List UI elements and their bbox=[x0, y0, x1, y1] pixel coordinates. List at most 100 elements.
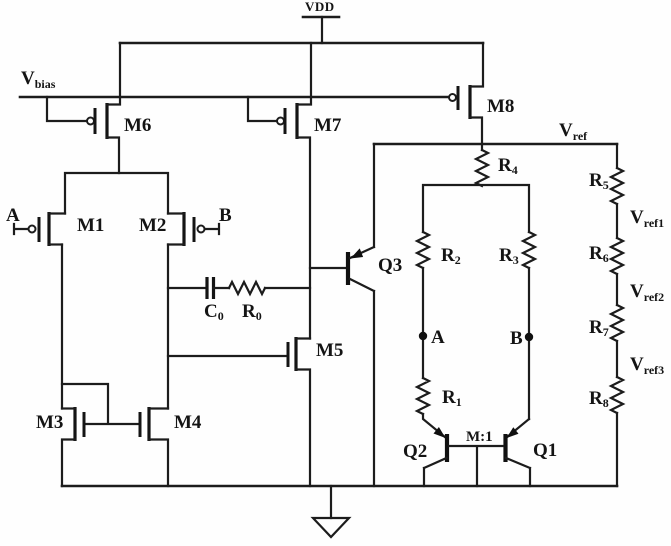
r2-label: R2 bbox=[441, 245, 461, 267]
q1-collector-wire bbox=[504, 456, 532, 488]
r1-zigzag bbox=[414, 376, 432, 416]
m7-source-wire bbox=[295, 41, 313, 106]
vref3-label: Vref3 bbox=[630, 354, 664, 377]
r6-label: R6 bbox=[589, 243, 609, 265]
m5-source-wire bbox=[294, 368, 312, 488]
q2-emitter-arrow bbox=[433, 427, 446, 438]
compensation-network: C0 R0 bbox=[166, 277, 312, 323]
m6-source-wire bbox=[105, 41, 122, 106]
m7-drain-wire bbox=[295, 136, 312, 340]
resistor-r0: R0 bbox=[227, 279, 267, 323]
r8-zigzag bbox=[608, 375, 626, 415]
m3-source-wire bbox=[60, 438, 77, 488]
q3-label: Q3 bbox=[378, 255, 402, 276]
r6-zigzag bbox=[608, 236, 626, 276]
m3-diode-connection bbox=[60, 382, 142, 426]
node-a-label: A bbox=[431, 327, 445, 348]
mosfet-m6: M6 bbox=[45, 41, 151, 175]
r4-zigzag bbox=[473, 148, 491, 188]
r5-label: R5 bbox=[589, 170, 609, 192]
mosfet-m8: M8 bbox=[448, 41, 514, 152]
r1-label: R1 bbox=[442, 387, 462, 409]
vbias-terminal: Vbias bbox=[18, 68, 451, 99]
vdd-label: VDD bbox=[305, 0, 335, 14]
m4-label: M4 bbox=[174, 412, 202, 433]
resistor-r1: R1 bbox=[414, 376, 462, 416]
m8-source-wire bbox=[468, 41, 485, 88]
input-a-label: A bbox=[6, 205, 20, 226]
bjt-q1: Q1 bbox=[503, 417, 557, 488]
resistor-r4: R4 bbox=[473, 148, 518, 188]
r8-label: R8 bbox=[589, 388, 609, 410]
m7-gate-bubble bbox=[276, 116, 285, 126]
mirror-gate-wires bbox=[60, 382, 142, 426]
m5-label: M5 bbox=[316, 340, 343, 361]
core-branch-bus bbox=[421, 183, 531, 234]
diff-pair-source-wire bbox=[63, 171, 170, 215]
m6-drain-wire bbox=[105, 136, 121, 175]
r3-zigzag bbox=[520, 230, 538, 270]
m1-label: M1 bbox=[77, 215, 104, 236]
mosfet-m2: B M2 bbox=[139, 205, 232, 246]
mosfet-m1: A M1 bbox=[6, 205, 104, 246]
m3-label: M3 bbox=[36, 412, 63, 433]
emitter-ratio-label: M:1 bbox=[466, 429, 493, 445]
r0-zigzag bbox=[227, 279, 267, 297]
m7-gate-wire bbox=[246, 95, 279, 123]
r2-zigzag bbox=[414, 230, 432, 270]
resistor-r2: R2 bbox=[414, 230, 461, 270]
mosfet-m5: M5 bbox=[166, 337, 343, 488]
q3-collector-wire bbox=[348, 277, 376, 488]
m7-label: M7 bbox=[314, 115, 342, 136]
m6-gate-bubble bbox=[86, 116, 95, 126]
vref2-label: Vref2 bbox=[630, 281, 664, 304]
m2-label: M2 bbox=[139, 215, 166, 236]
bjt-q2: Q2 bbox=[403, 412, 450, 488]
ground-triangle bbox=[310, 516, 352, 539]
node-a-dot bbox=[418, 331, 428, 341]
m2-input-wire bbox=[203, 222, 221, 236]
q1-q2-base-wire bbox=[447, 444, 505, 488]
input-b-label: B bbox=[219, 205, 232, 226]
bjt-q3: Q3 bbox=[308, 142, 402, 488]
m6-label: M6 bbox=[124, 115, 151, 136]
r7-label: R7 bbox=[589, 317, 609, 339]
vref1-label: Vref1 bbox=[630, 207, 664, 230]
resistor-r7: R7 bbox=[589, 303, 626, 343]
ground-symbol bbox=[310, 484, 352, 539]
m8-label: M8 bbox=[487, 96, 514, 117]
mosfet-m3: M3 bbox=[36, 407, 86, 488]
node-b-label: B bbox=[510, 328, 523, 349]
mosfet-m4: M4 bbox=[138, 407, 202, 488]
resistor-r6: R6 bbox=[589, 236, 626, 276]
node-b-dot bbox=[524, 332, 534, 342]
m2-gate-bubble bbox=[196, 224, 206, 234]
r7-zigzag bbox=[608, 303, 626, 343]
r5-zigzag bbox=[608, 166, 626, 206]
q2-label: Q2 bbox=[403, 441, 427, 462]
m8-gate-bubble bbox=[448, 93, 457, 102]
vbias-label: Vbias bbox=[21, 68, 56, 91]
resistor-r5: R5 bbox=[589, 166, 626, 206]
capacitor-c0: C0 bbox=[204, 277, 224, 323]
resistor-r8: R8 bbox=[589, 375, 626, 415]
m4-source-wire bbox=[147, 438, 170, 488]
q2-collector-wire bbox=[422, 456, 448, 488]
q3-emitter-arrow bbox=[350, 248, 364, 259]
r4-label: R4 bbox=[498, 155, 518, 177]
q3-emitter-wire bbox=[348, 142, 376, 260]
r3-label: R3 bbox=[499, 245, 519, 267]
vdd-terminal: VDD bbox=[301, 0, 341, 45]
vref-rail: Vref bbox=[372, 120, 619, 146]
m6-gate-wire bbox=[45, 95, 89, 123]
mosfet-m7: M7 bbox=[246, 41, 342, 340]
resistor-r3: R3 bbox=[499, 230, 538, 270]
q1-label: Q1 bbox=[533, 440, 557, 461]
m1-input-wire bbox=[12, 222, 30, 236]
vref-label: Vref bbox=[559, 120, 588, 143]
m1-gate-bubble bbox=[27, 224, 37, 234]
r0-label: R0 bbox=[242, 301, 262, 323]
q1-emitter-arrow bbox=[506, 427, 519, 438]
